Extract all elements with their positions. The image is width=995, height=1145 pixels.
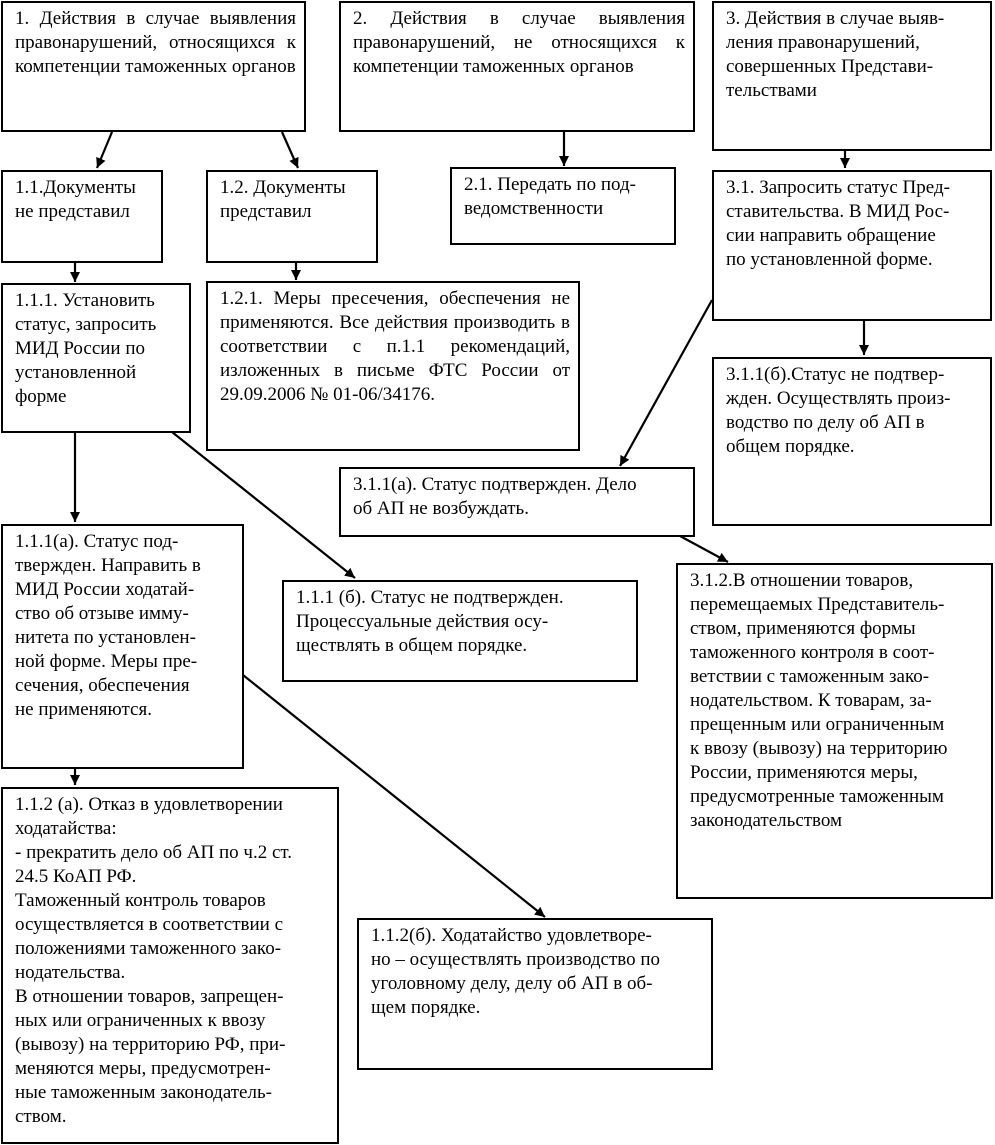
arrow-1-to-1-2 [280, 131, 300, 169]
node-3-1-2-goods-of-representation: 3.1.2.В отношении товаров, перемещаемых … [676, 563, 993, 899]
node-1-1-2a-petition-refused: 1.1.2 (а). Отказ в удовлетворении ходата… [1, 787, 339, 1144]
node-1-1-2b-petition-granted: 1.1.2(б). Ходатайство удовлетворе- но – … [357, 918, 713, 1070]
node-2-1-transfer-by-jurisdiction: 2.1. Передать по под- ведомственности [450, 167, 676, 245]
node-1-1-no-documents: 1.1.Документы не представил [1, 170, 163, 263]
node-3-1-1a-status-confirmed: 3.1.1(а). Статус подтвержден. Дело об АП… [339, 467, 695, 537]
arrow-3-1-1a-to-3-1-2 [679, 535, 729, 563]
node-3-1-1b-status-not-confirmed: 3.1.1(б).Статус не подтвер- жден. Осущес… [712, 357, 992, 526]
arrow-1-to-1-1 [95, 131, 114, 169]
arrow-3-1-to-3-1-1a [619, 299, 713, 467]
node-1-2-documents-submitted: 1.2. Документы представил [206, 170, 378, 263]
node-1-violations-customs-competence: 1. Действия в случае выявления правонару… [1, 1, 306, 132]
node-3-violations-by-representations: 3. Действия в случае выяв- ления правона… [712, 1, 992, 151]
node-1-1-1a-status-confirmed-petition: 1.1.1(а). Статус под- твержден. Направит… [1, 524, 244, 769]
node-1-2-1-no-restraint-measures: 1.2.1. Меры пресечения, обеспечения не п… [206, 281, 580, 451]
node-2-violations-outside-competence: 2. Действия в случае выявления правонару… [339, 1, 695, 132]
node-3-1-request-status: 3.1. Запросить статус Пред- ставительств… [712, 170, 992, 321]
node-1-1-1-establish-status: 1.1.1. Установить статус, запросить МИД … [1, 283, 191, 433]
node-1-1-1b-status-not-confirmed: 1.1.1 (б). Статус не подтвержден. Процес… [282, 580, 638, 682]
